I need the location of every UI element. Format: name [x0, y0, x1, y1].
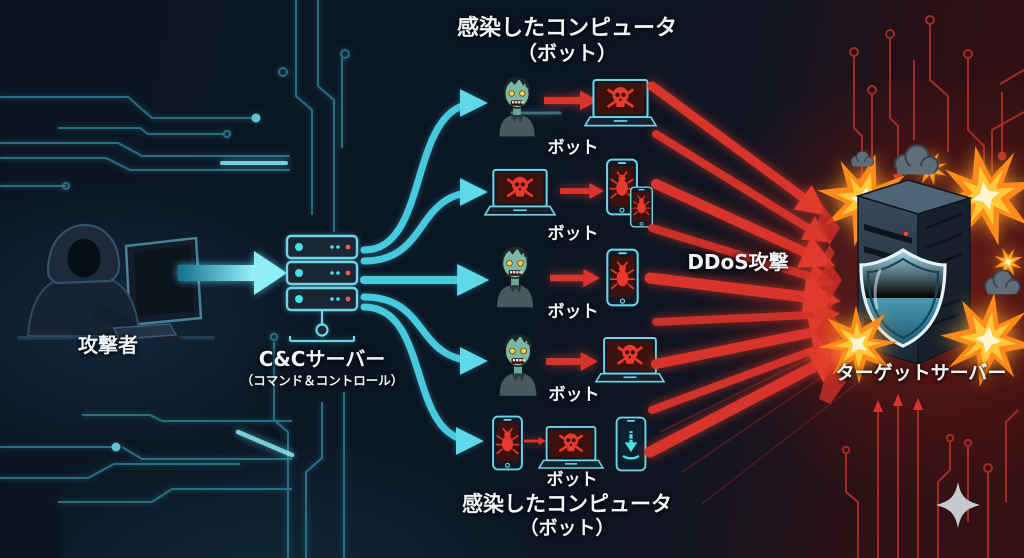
- sparkle-icon: [936, 482, 980, 528]
- target-label: ターゲットサーバー: [835, 362, 1007, 384]
- branch-arrow-2: [360, 178, 488, 265]
- branch-arrow-5: [360, 303, 484, 455]
- cnc-label-sub: （コマンド＆コントロール）: [240, 372, 404, 388]
- branch-arrow-1: [360, 89, 488, 254]
- cnc-server-icon: [285, 234, 359, 343]
- zombie-icon: [495, 245, 535, 309]
- infected-phone-icon: [492, 415, 523, 471]
- infection-arrow: [546, 351, 598, 372]
- top-caption-line2: （ボット）: [517, 40, 617, 65]
- bot-row-5: [492, 415, 648, 473]
- bottom-caption-line2: （ボット）: [519, 516, 615, 539]
- keyboard-icon: [112, 323, 178, 340]
- infected-laptop-icon: [583, 78, 658, 128]
- infection-arrow: [544, 90, 598, 111]
- cnc-label: C&Cサーバー （コマンド＆コントロール）: [212, 347, 432, 388]
- top-caption: 感染したコンピュータ （ボット）: [417, 16, 717, 66]
- bot-label-5: ボット: [546, 470, 598, 490]
- bot-row-2: [483, 158, 654, 228]
- zombie-icon: [497, 76, 537, 138]
- bot-label-4: ボット: [548, 385, 600, 405]
- bot-row-1: [497, 76, 658, 138]
- top-caption-line1: 感染したコンピュータ: [456, 16, 677, 41]
- cnc-label-main: C&Cサーバー: [258, 347, 386, 371]
- smoke-cloud-icon: [984, 269, 1021, 296]
- bottom-caption: 感染したコンピュータ （ボット）: [417, 492, 717, 539]
- bottom-caption-line1: 感染したコンピュータ: [462, 492, 672, 516]
- bot-row-3: [495, 245, 639, 309]
- infection-arrow: [550, 268, 600, 288]
- hacker-icon: [18, 223, 214, 342]
- infected-laptop-icon: [483, 168, 557, 217]
- bot-label-1: ボット: [547, 138, 599, 158]
- ddos-label: DDoS攻撃: [687, 250, 789, 274]
- bot-label-2: ボット: [547, 224, 599, 244]
- command-arrow: [178, 251, 287, 295]
- ddos-attack-arrows: [644, 81, 848, 458]
- branch-arrows: [360, 89, 490, 455]
- impact-zigzag: [815, 204, 846, 404]
- smoke-cloud-icon: [850, 150, 875, 168]
- infected-phone-icon: [606, 248, 639, 307]
- smoke-cloud-icon: [893, 144, 940, 176]
- infection-arrow: [560, 182, 604, 200]
- circuit-board-left: [0, 0, 350, 558]
- download-phone-icon: [614, 415, 648, 473]
- infected-laptop-icon: [537, 425, 605, 470]
- attacker-label: 攻撃者: [78, 333, 138, 357]
- branch-arrow-4: [360, 293, 488, 375]
- bot-label-3: ボット: [547, 302, 599, 322]
- infected-phone-icon: [629, 186, 654, 228]
- infection-arrow: [524, 436, 546, 446]
